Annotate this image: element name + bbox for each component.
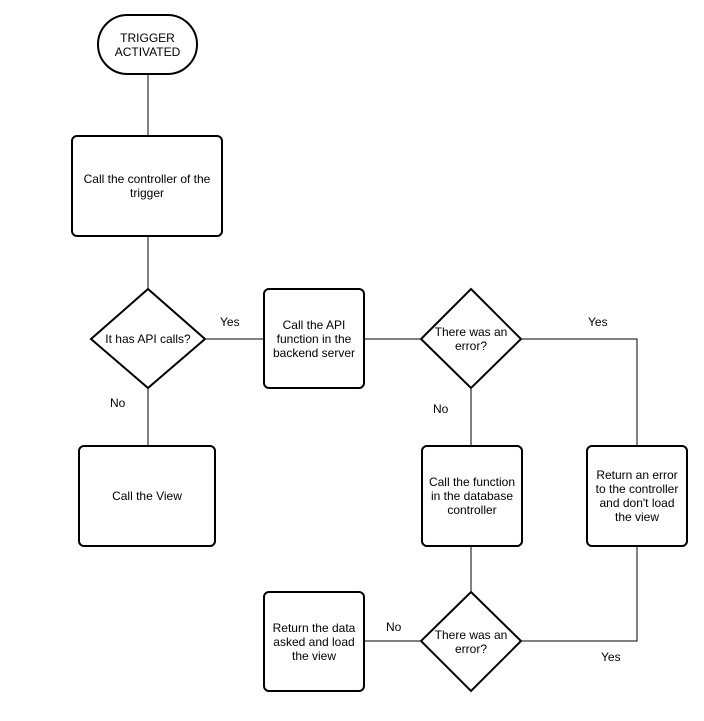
api-decision-shape (89, 287, 207, 390)
trigger-label: TRIGGER ACTIVATED (114, 30, 181, 59)
edge-label-error1-yes: Yes (588, 315, 608, 329)
edge-label-error1-no: No (433, 402, 449, 416)
call-controller-label: Call the controller of the trigger (83, 172, 211, 200)
edge-label-api-no: No (110, 396, 126, 410)
edge-label-error2-no: No (386, 620, 402, 634)
call-api-label: Call the API function in the backend ser… (272, 317, 356, 360)
connector-error1-yes-to-return-error (521, 338, 638, 446)
return-data-label: Return the data asked and load the view (272, 620, 356, 663)
edge-label-error2-yes: Yes (601, 650, 621, 664)
error-decision-2-shape (419, 590, 523, 693)
call-api-shape (263, 288, 365, 389)
call-controller-shape (71, 135, 223, 237)
trigger-shape (97, 14, 198, 75)
db-function-shape (421, 445, 523, 547)
return-data-shape (263, 591, 365, 692)
return-error-label: Return an error to the controller and do… (595, 468, 679, 524)
call-view-shape (78, 445, 216, 547)
error-decision-1-shape (419, 287, 523, 390)
api-decision-label: It has API calls? (105, 331, 191, 346)
db-function-label: Call the function in the database contro… (428, 475, 516, 517)
error-decision-2-label: There was an error? (434, 627, 508, 656)
call-view-label: Call the View (112, 489, 182, 503)
connector-error2-yes-to-return-error (521, 546, 638, 642)
edge-label-api-yes: Yes (220, 315, 240, 329)
return-error-shape (586, 445, 688, 547)
error-decision-1-label: There was an error? (434, 324, 508, 353)
